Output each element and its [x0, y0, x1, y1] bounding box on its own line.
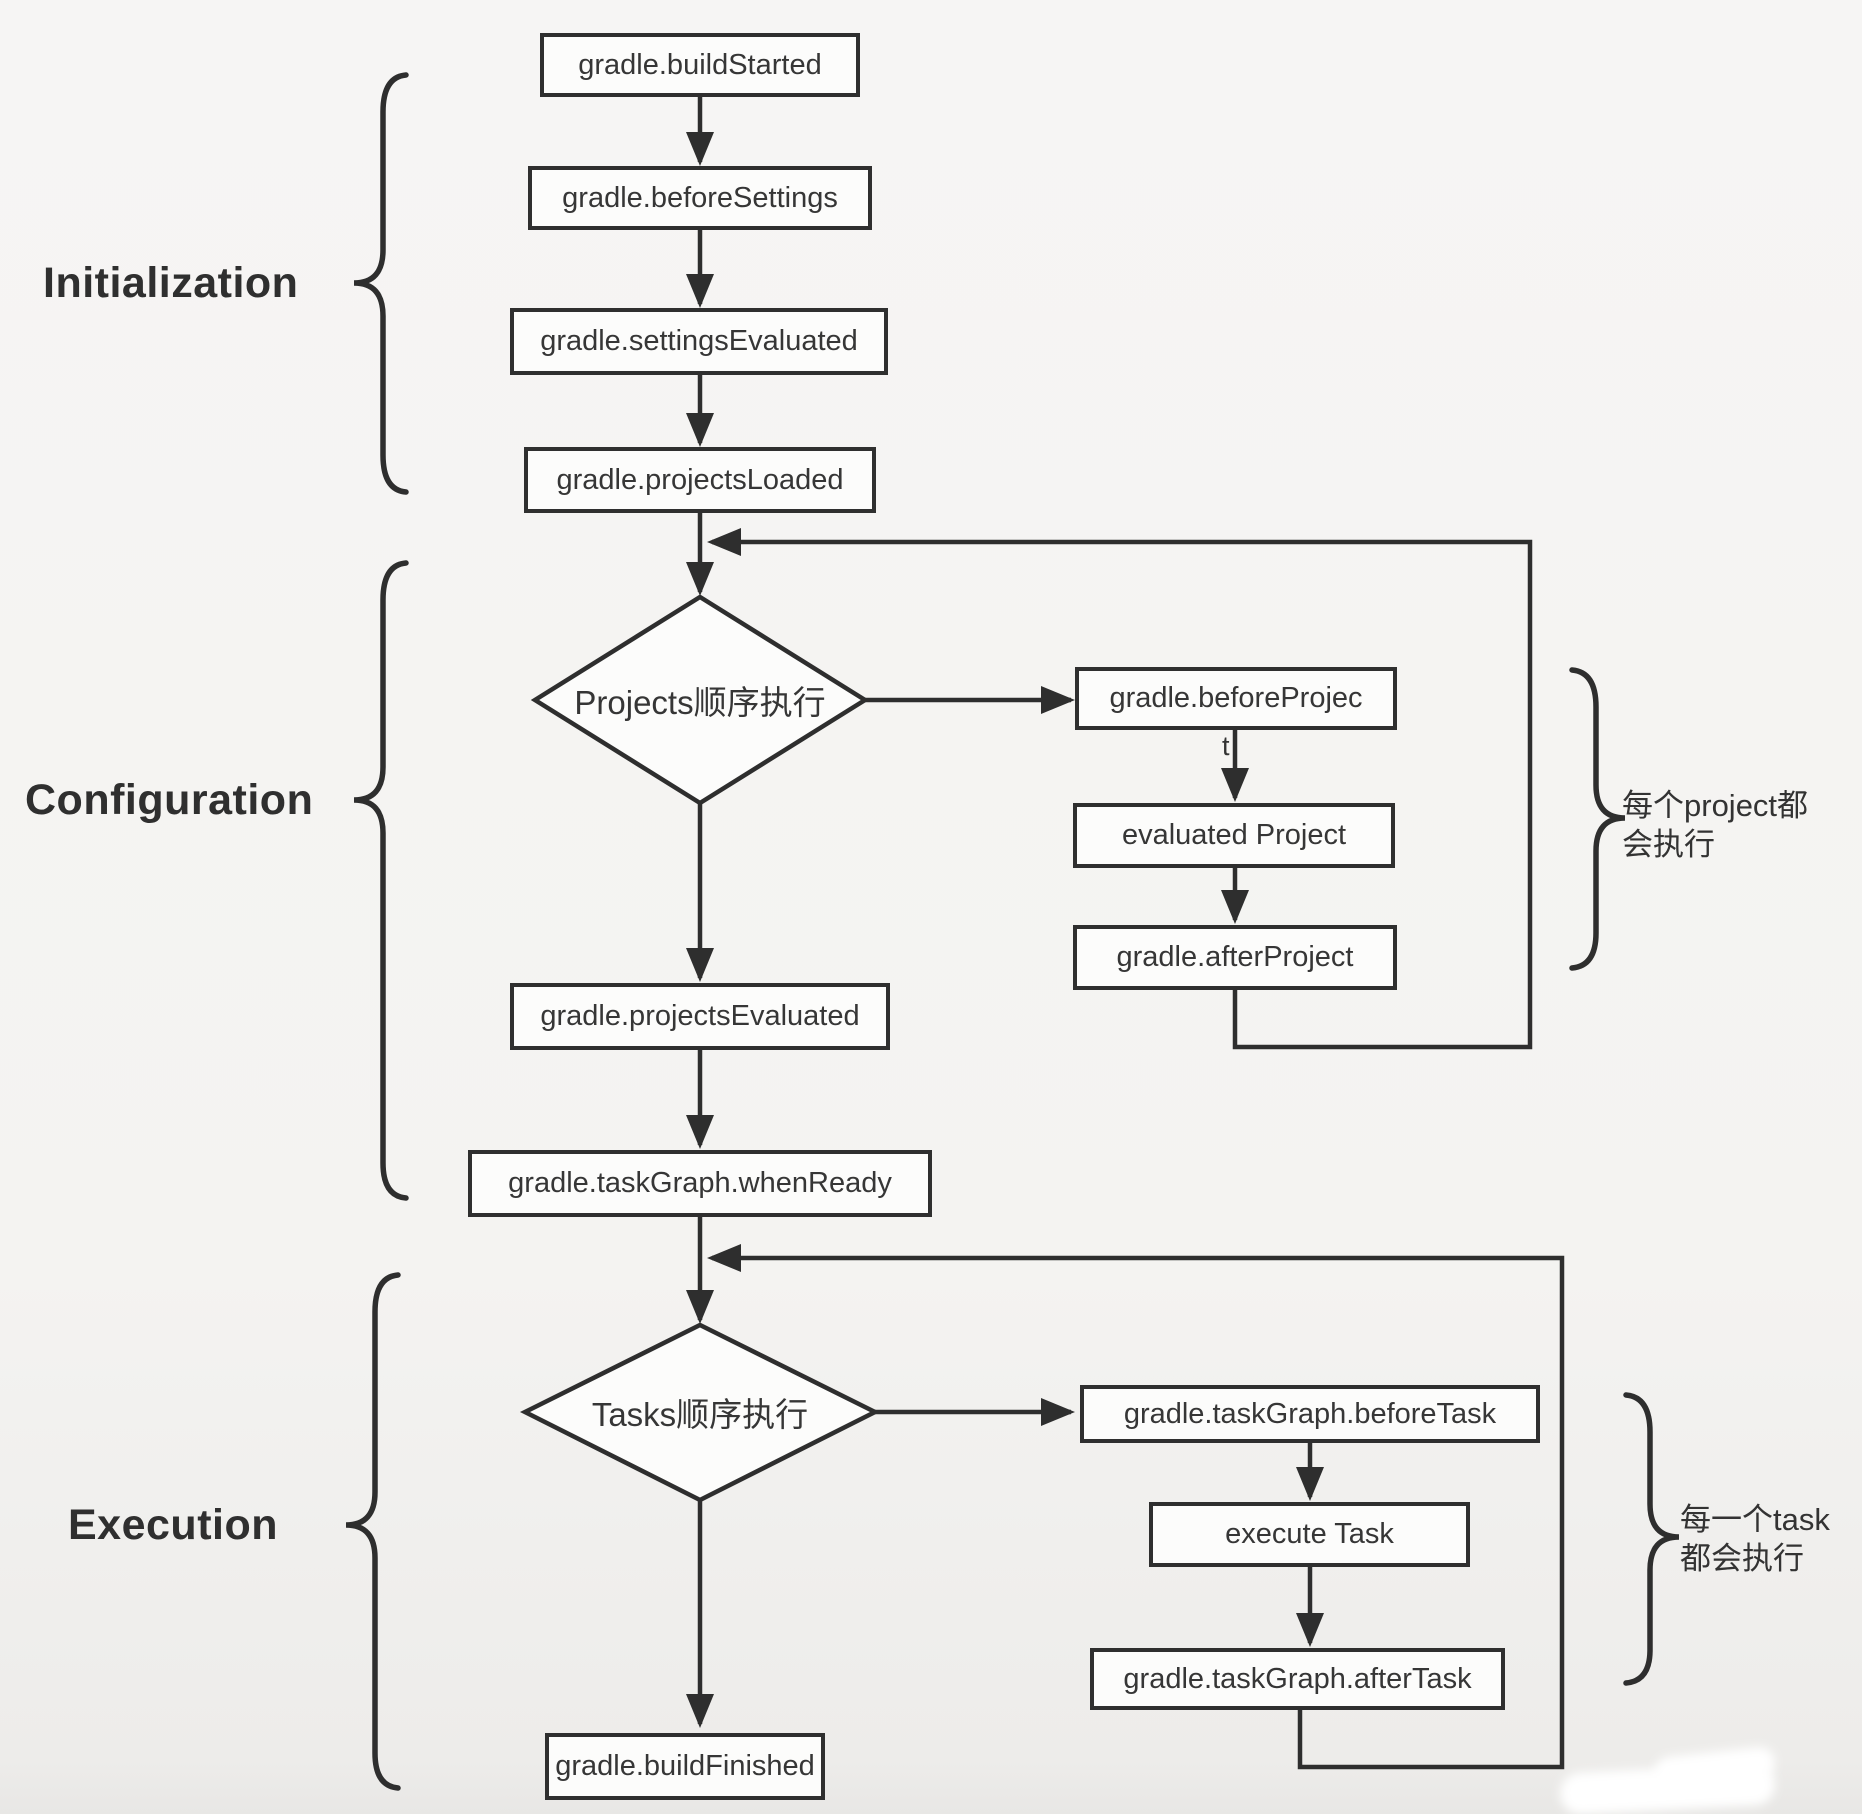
arrowhead-into-beforesettings: [686, 132, 714, 166]
flow-node-taskgraph-whenready: gradle.taskGraph.whenReady: [468, 1150, 932, 1217]
brace-task-loop: [1623, 1392, 1680, 1686]
brace-project-loop: [1569, 667, 1626, 971]
brace-initialization: [353, 72, 409, 495]
decision-projects-shape: [530, 594, 870, 806]
flow-node-settings-evaluated: gradle.settingsEvaluated: [510, 308, 888, 375]
annotation-task-loop-line1: 每一个task: [1680, 1502, 1830, 1537]
section-label-initialization: Initialization: [43, 259, 299, 307]
flow-node-taskgraph-beforetask: gradle.taskGraph.beforeTask: [1080, 1385, 1540, 1443]
decision-tasks-label: Tasks顺序执行: [591, 1396, 809, 1433]
flow-node-before-project: gradle.beforeProjec: [1075, 667, 1397, 730]
arrowhead-into-afterproject: [1221, 890, 1249, 924]
flow-node-projects-evaluated: gradle.projectsEvaluated: [510, 983, 890, 1050]
annotation-task-loop: 每一个task 都会执行: [1680, 1500, 1830, 1578]
brace-configuration: [353, 560, 409, 1201]
flow-node-after-project: gradle.afterProject: [1073, 925, 1397, 990]
flow-node-taskgraph-aftertask: gradle.taskGraph.afterTask: [1090, 1648, 1505, 1710]
arrowhead-project-feedback: [707, 528, 741, 556]
decision-tasks-shape: [519, 1322, 881, 1503]
before-project-overflow-character: t: [1222, 731, 1230, 761]
decision-projects-label: Projects顺序执行: [574, 684, 826, 721]
section-label-configuration: Configuration: [25, 776, 314, 824]
arrowhead-into-evaluatedproject: [1221, 768, 1249, 802]
flow-node-build-started: gradle.buildStarted: [540, 33, 860, 97]
arrowhead-into-aftertask: [1296, 1613, 1324, 1647]
arrowhead-into-tasks-decision: [686, 1290, 714, 1324]
flow-node-execute-task: execute Task: [1149, 1502, 1470, 1567]
flow-node-evaluated-project: evaluated Project: [1073, 803, 1395, 868]
arrowhead-into-projectsevaluated: [686, 948, 714, 982]
arrowhead-into-settingsevaluated: [686, 274, 714, 308]
arrowhead-into-projectsloaded: [686, 413, 714, 447]
annotation-project-loop: 每个project都 会执行: [1622, 786, 1808, 864]
arrowhead-into-executetask: [1296, 1467, 1324, 1501]
arrowhead-into-buildfinished: [686, 1694, 714, 1728]
edge-task-feedback-loop: [712, 1255, 1565, 1770]
arrowhead-into-whenready: [686, 1115, 714, 1149]
edge-project-feedback-loop: [712, 539, 1533, 1050]
flow-node-build-finished: gradle.buildFinished: [545, 1733, 825, 1800]
arrowhead-into-beforetask: [1041, 1398, 1075, 1426]
flow-node-projects-loaded: gradle.projectsLoaded: [524, 447, 876, 513]
annotation-project-loop-line2: 会执行: [1622, 827, 1715, 862]
annotation-task-loop-line2: 都会执行: [1680, 1541, 1804, 1576]
arrowhead-task-feedback: [707, 1244, 741, 1272]
arrowhead-into-projects-decision: [686, 562, 714, 596]
annotation-project-loop-line1: 每个project都: [1622, 788, 1809, 823]
brace-execution: [345, 1272, 401, 1791]
flow-node-before-settings: gradle.beforeSettings: [528, 166, 872, 230]
arrowhead-into-beforeproject: [1041, 686, 1075, 714]
section-label-execution: Execution: [68, 1501, 278, 1549]
